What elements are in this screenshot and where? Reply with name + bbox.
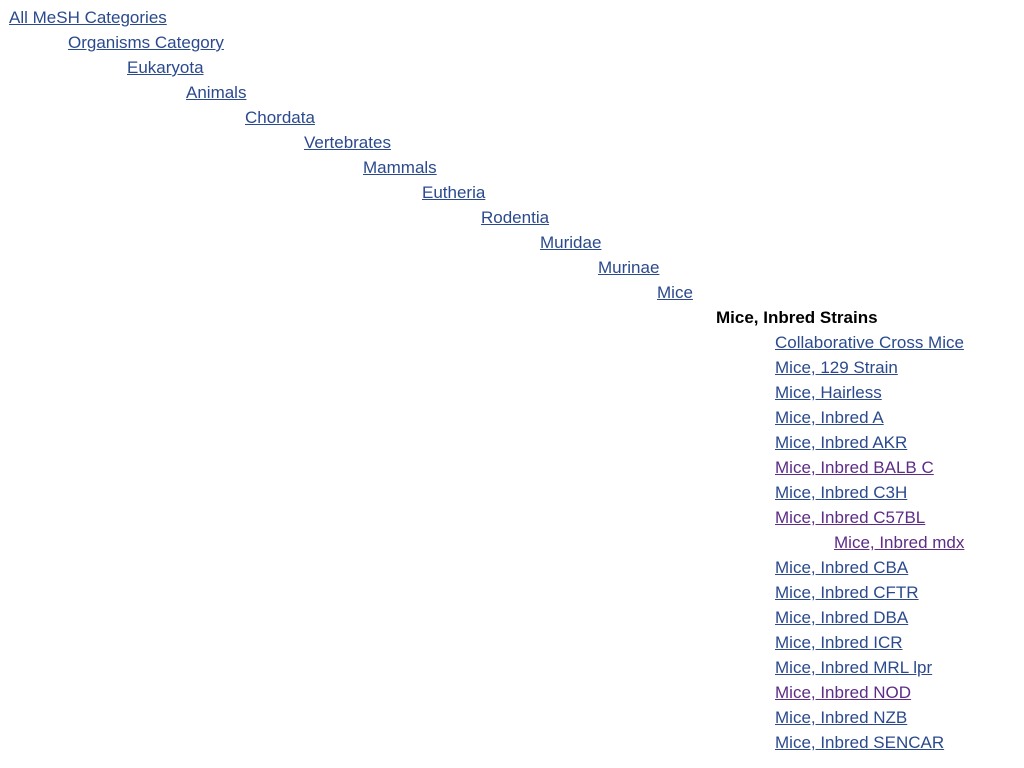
- link-chordata[interactable]: Chordata: [245, 108, 315, 127]
- tree-node-murinae: Murinae: [598, 258, 659, 278]
- tree-node-mice-inbred-icr: Mice, Inbred ICR: [775, 633, 903, 653]
- link-vertebrates[interactable]: Vertebrates: [304, 133, 391, 152]
- link-mice-inbred-sencar[interactable]: Mice, Inbred SENCAR: [775, 733, 945, 752]
- link-mice-inbred-mrl-lpr[interactable]: Mice, Inbred MRL lpr: [775, 658, 933, 677]
- link-mice-inbred-a[interactable]: Mice, Inbred A: [775, 408, 884, 427]
- tree-node-mice-inbred-balb-c: Mice, Inbred BALB C: [775, 458, 934, 478]
- link-eutheria[interactable]: Eutheria: [422, 183, 486, 202]
- tree-node-mice-inbred-akr: Mice, Inbred AKR: [775, 433, 907, 453]
- tree-node-mice-hairless: Mice, Hairless: [775, 383, 882, 403]
- link-mice-inbred-cftr[interactable]: Mice, Inbred CFTR: [775, 583, 919, 602]
- link-mice-129-strain[interactable]: Mice, 129 Strain: [775, 358, 898, 377]
- link-animals[interactable]: Animals: [186, 83, 247, 102]
- tree-node-mice-inbred-c57bl: Mice, Inbred C57BL: [775, 508, 925, 528]
- link-mice-inbred-cba[interactable]: Mice, Inbred CBA: [775, 558, 909, 577]
- link-mice-hairless[interactable]: Mice, Hairless: [775, 383, 882, 402]
- tree-node-vertebrates: Vertebrates: [304, 133, 391, 153]
- tree-node-mice-inbred-dba: Mice, Inbred DBA: [775, 608, 908, 628]
- link-mice-inbred-nod[interactable]: Mice, Inbred NOD: [775, 683, 912, 702]
- link-rodentia[interactable]: Rodentia: [481, 208, 550, 227]
- tree-node-mice-inbred-cftr: Mice, Inbred CFTR: [775, 583, 919, 603]
- tree-node-mice-inbred-c3h: Mice, Inbred C3H: [775, 483, 907, 503]
- link-mammals[interactable]: Mammals: [363, 158, 437, 177]
- link-murinae[interactable]: Murinae: [598, 258, 660, 277]
- tree-node-mice-inbred-cba: Mice, Inbred CBA: [775, 558, 908, 578]
- tree-node-mice: Mice: [657, 283, 693, 303]
- link-mice-inbred-balb-c[interactable]: Mice, Inbred BALB C: [775, 458, 934, 477]
- tree-node-mice-inbred-nzb: Mice, Inbred NZB: [775, 708, 907, 728]
- tree-node-organisms-category: Organisms Category: [68, 33, 224, 53]
- tree-node-chordata: Chordata: [245, 108, 315, 128]
- link-mice-inbred-akr[interactable]: Mice, Inbred AKR: [775, 433, 908, 452]
- tree-node-animals: Animals: [186, 83, 246, 103]
- link-mice-inbred-c57bl[interactable]: Mice, Inbred C57BL: [775, 508, 926, 527]
- link-mice-inbred-icr[interactable]: Mice, Inbred ICR: [775, 633, 903, 652]
- tree-node-eutheria: Eutheria: [422, 183, 485, 203]
- tree-node-mammals: Mammals: [363, 158, 437, 178]
- tree-node-mice-inbred-mrl-lpr: Mice, Inbred MRL lpr: [775, 658, 932, 678]
- link-organisms-category[interactable]: Organisms Category: [68, 33, 224, 52]
- link-mice-inbred-mdx[interactable]: Mice, Inbred mdx: [834, 533, 965, 552]
- tree-node-muridae: Muridae: [540, 233, 601, 253]
- link-eukaryota[interactable]: Eukaryota: [127, 58, 204, 77]
- link-mice-inbred-c3h[interactable]: Mice, Inbred C3H: [775, 483, 908, 502]
- tree-node-eukaryota: Eukaryota: [127, 58, 204, 78]
- tree-node-rodentia: Rodentia: [481, 208, 549, 228]
- tree-node-all-mesh-categories: All MeSH Categories: [9, 8, 167, 28]
- link-muridae[interactable]: Muridae: [540, 233, 602, 252]
- link-mice[interactable]: Mice: [657, 283, 693, 302]
- link-mice-inbred-nzb[interactable]: Mice, Inbred NZB: [775, 708, 908, 727]
- link-collaborative-cross-mice[interactable]: Collaborative Cross Mice: [775, 333, 964, 352]
- tree-node-mice-inbred-a: Mice, Inbred A: [775, 408, 884, 428]
- tree-node-collaborative-cross-mice: Collaborative Cross Mice: [775, 333, 964, 353]
- current-node-title: Mice, Inbred Strains: [716, 308, 878, 327]
- link-all-mesh-categories[interactable]: All MeSH Categories: [9, 8, 167, 27]
- link-mice-inbred-dba[interactable]: Mice, Inbred DBA: [775, 608, 909, 627]
- tree-node-mice-inbred-nod: Mice, Inbred NOD: [775, 683, 911, 703]
- tree-node-mice-inbred-sencar: Mice, Inbred SENCAR: [775, 733, 944, 753]
- tree-node-mice-inbred-mdx: Mice, Inbred mdx: [834, 533, 964, 553]
- tree-node-mice-129-strain: Mice, 129 Strain: [775, 358, 898, 378]
